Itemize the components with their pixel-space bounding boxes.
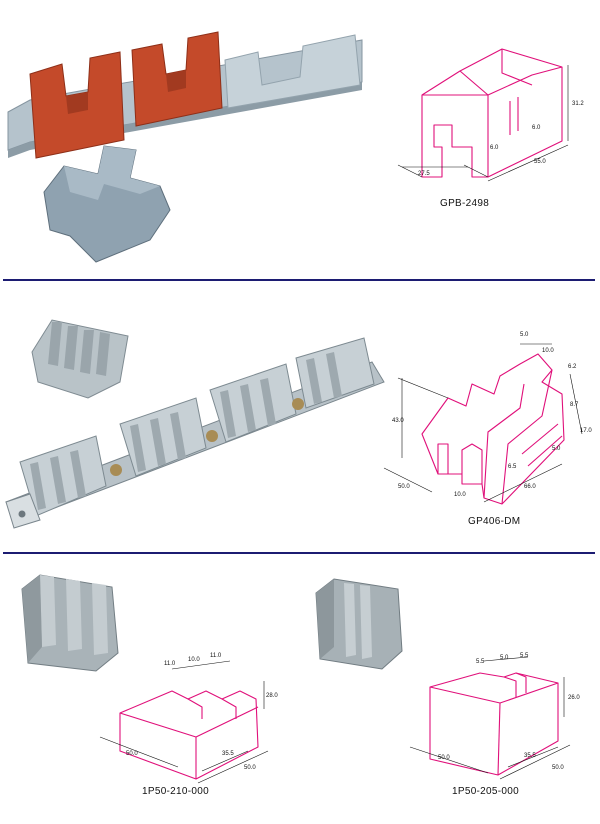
dim-label: 11.0 (164, 661, 176, 667)
dim-label: 5.0 (520, 332, 529, 338)
drawing-gpb-2498: 27.5 55.0 31.2 6.0 6.0 (397, 48, 584, 182)
section-divider (3, 279, 595, 281)
drawing-1p50-210-000: 11.0 10.0 11.0 28.0 50.0 35.5 50.0 (99, 653, 278, 784)
dim-label: 50.0 (126, 751, 138, 757)
dim-label: 50.0 (244, 765, 256, 771)
section-1p50: 11.0 10.0 11.0 28.0 50.0 35.5 50.0 1P50-… (0, 555, 600, 824)
section-gp406-dm: 5.0 10.0 6.2 8.7 17.0 43.0 50.0 10.0 66.… (0, 282, 600, 550)
dim-label: 10.0 (542, 348, 554, 354)
dim-label: 55.0 (534, 159, 546, 165)
dim-label: 5.5 (476, 659, 485, 665)
dim-label: 5.0 (552, 446, 561, 452)
section-divider (3, 552, 595, 554)
dim-label: 43.0 (392, 418, 404, 424)
drawing-gp406-dm: 5.0 10.0 6.2 8.7 17.0 43.0 50.0 10.0 66.… (383, 332, 592, 505)
dim-label: 50.0 (398, 484, 410, 490)
photo-gp406-dm-rail (5, 337, 385, 529)
dim-label: 50.0 (438, 755, 450, 761)
dim-label: 10.0 (454, 492, 466, 498)
product-code-1p50-205-000: 1P50-205-000 (452, 786, 519, 797)
dim-label: 35.5 (222, 751, 234, 757)
dim-label: 28.0 (266, 693, 278, 699)
drawing-1p50-205-000: 5.5 5.0 5.5 26.0 50.0 35.5 50.0 (409, 653, 580, 780)
photo-1p50-210-000 (21, 574, 119, 672)
dim-label: 6.2 (568, 364, 577, 370)
dim-label: 27.5 (418, 171, 430, 177)
section-gpb-2498: 27.5 55.0 31.2 6.0 6.0 GPB-2498 (0, 0, 600, 278)
dim-label: 10.0 (188, 657, 200, 663)
product-code-gpb-2498: GPB-2498 (440, 198, 490, 209)
dim-label: 6.5 (508, 464, 517, 470)
product-code-1p50-210-000: 1P50-210-000 (142, 786, 209, 797)
dim-label: 11.0 (210, 653, 222, 659)
dim-label: 35.5 (524, 753, 536, 759)
dim-label: 6.0 (490, 145, 499, 151)
dim-label: 6.0 (532, 125, 541, 131)
dim-label: 31.2 (572, 101, 584, 107)
dim-label: 26.0 (568, 695, 580, 701)
dim-label: 66.0 (524, 484, 536, 490)
dim-label: 17.0 (580, 428, 592, 434)
dim-label: 50.0 (552, 765, 564, 771)
photo-1p50-205-000 (315, 578, 403, 670)
dim-label: 5.5 (520, 653, 529, 659)
dim-label: 8.7 (570, 402, 579, 408)
dim-label: 5.0 (500, 655, 509, 661)
photo-gpb-2498-rail (7, 31, 363, 263)
photo-gp406-dm-single (31, 319, 129, 399)
product-code-gp406-dm: GP406-DM (468, 516, 521, 527)
